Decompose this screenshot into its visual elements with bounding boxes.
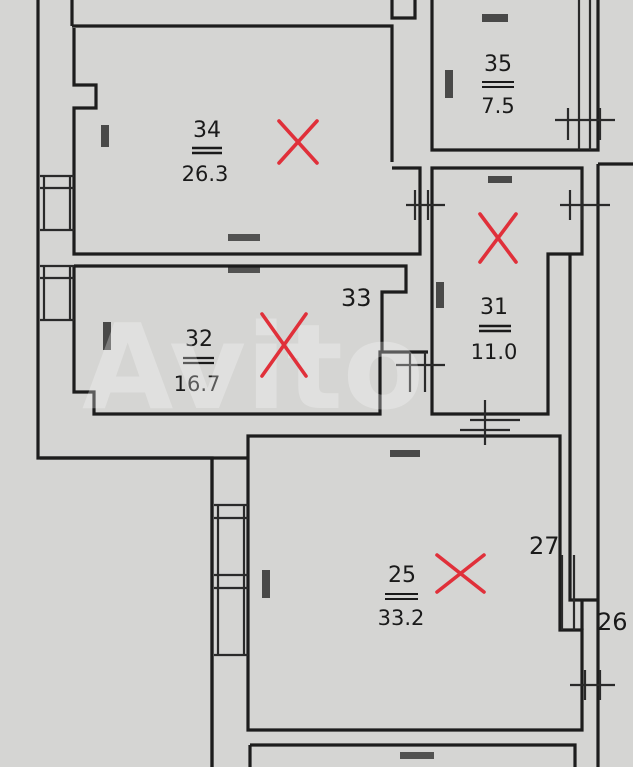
room-34-number: 34 [193,118,221,143]
door-room34 [406,190,445,220]
doors [396,108,615,700]
dimension-ticks [101,14,512,759]
window-room34 [40,174,74,232]
room-31-walls [430,166,584,416]
door-room31 [460,400,520,445]
dim-room32-top [228,266,260,273]
room-32-number: 32 [185,327,213,352]
wall-top-room34 [70,0,394,162]
room-25-area: 33.2 [378,606,425,630]
door-room35 [555,108,615,140]
room-25-number: 25 [388,563,416,588]
x-mark-room-31 [478,212,518,264]
avito-watermark: Avito [82,298,424,436]
dim-room35-top [482,14,508,22]
dim-room32-side [103,322,111,350]
dim-room25-top [390,450,420,457]
wall-room35 [430,0,600,152]
room-34-walls [72,28,422,256]
x-mark-room-25 [435,553,486,594]
dim-room25-side [262,570,270,598]
room-31 [430,166,584,416]
room-34-area: 26.3 [182,162,229,186]
room-35-area: 7.5 [481,94,514,118]
dim-room34-side [101,125,109,147]
room-32 [72,264,428,416]
room-27-label: 27 [529,532,560,560]
door-room31-right [560,190,610,220]
dim-room31-side [436,282,444,308]
windows [40,0,592,657]
room-31-number: 31 [480,295,508,320]
x-mark-room-34 [277,119,319,165]
room-35-number: 35 [484,52,512,77]
door-room32 [396,352,445,392]
window-room25-right [560,555,576,630]
window-room25 [214,503,248,657]
room-32-walls [72,266,428,416]
room-26-label: 26 [597,608,628,636]
door-room25-right [570,670,615,700]
corridor-right-wall [568,254,598,602]
window-room35 [577,0,592,150]
corridor-walls [40,254,598,767]
dim-room34-bottom [228,234,260,241]
room-34 [72,28,422,256]
room-31-area: 11.0 [471,340,518,364]
wall-top-stub [390,0,417,20]
room-bottom-walls [250,743,577,767]
dim-bottom-room [400,752,434,759]
dim-room31-top [488,176,512,183]
x-mark-room-32 [260,312,308,378]
room-33-label: 33 [341,284,372,312]
window-room32 [40,264,74,322]
room-32-top-walls [74,264,408,352]
dim-room35-side [445,70,453,98]
room-32-area: 16.7 [174,372,221,396]
